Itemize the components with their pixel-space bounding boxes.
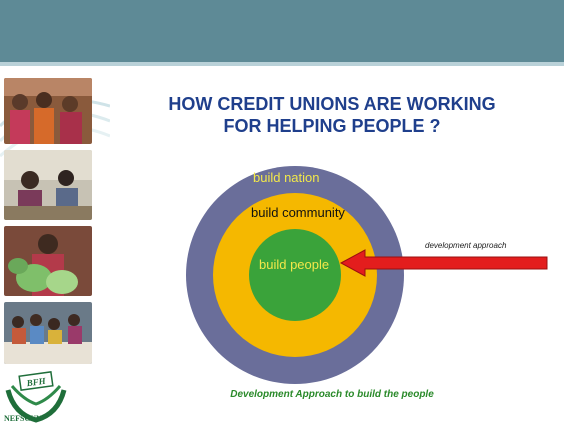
- inner-circle-label: build people: [259, 257, 330, 272]
- slide-caption: Development Approach to build the people: [230, 389, 434, 400]
- slide-title: HOW CREDIT UNIONS ARE WORKING FOR HELPIN…: [100, 93, 564, 137]
- logo-name: NEFSCUN: [4, 414, 42, 423]
- concentric-circles-diagram: [186, 166, 404, 384]
- photo-group-women: [4, 78, 92, 144]
- header-band: [0, 0, 564, 62]
- photo-woman-vegetables: [4, 226, 92, 296]
- development-approach-arrow: [339, 249, 548, 277]
- photo-office-desk: [4, 150, 92, 220]
- inner-circle-people: [249, 229, 341, 321]
- photo-group-meeting: [4, 302, 92, 364]
- title-line-2: FOR HELPING PEOPLE ?: [223, 116, 441, 136]
- outer-circle-label: build nation: [253, 170, 320, 185]
- header-stripe: [0, 62, 564, 66]
- middle-circle-label: build community: [251, 205, 345, 220]
- title-line-1: HOW CREDIT UNIONS ARE WORKING: [168, 94, 496, 114]
- logo-badge-text: BFH: [25, 376, 47, 389]
- nefscun-logo: BFH: [5, 370, 67, 423]
- arrow-label: development approach: [425, 241, 507, 250]
